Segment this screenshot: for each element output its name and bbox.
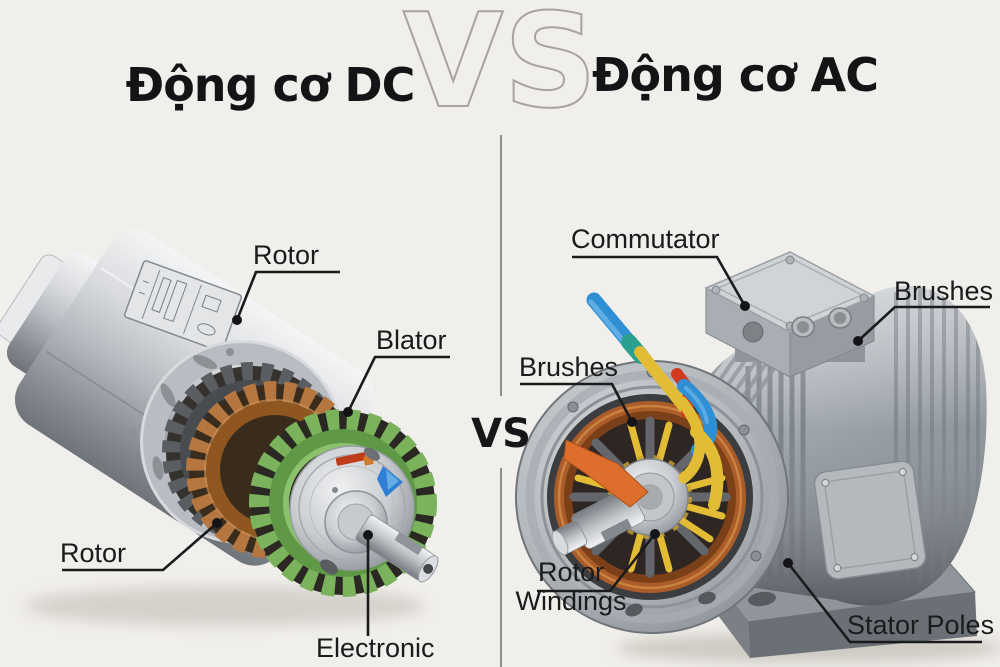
leader-ac-rotor-windings [537, 533, 657, 593]
dc-sticker [123, 260, 243, 352]
dc-motor-illustration [0, 230, 439, 626]
leader-dc-rotor-top [235, 270, 340, 321]
label-dc-rotor-bottom: Rotor [60, 538, 127, 568]
label-ac-stator-poles: Stator Poles [847, 610, 995, 640]
label-dc-blator: Blator [376, 325, 447, 355]
leader-dc-rotor-bottom [62, 522, 218, 572]
ac-side-box [813, 460, 927, 580]
versus-label: VS [471, 411, 531, 457]
ac-orange-pointer [563, 439, 649, 508]
dc-shaft [355, 514, 439, 583]
leader-lines [62, 255, 990, 644]
dc-motor-shadow [25, 586, 425, 626]
dc-green-ring-teeth [249, 409, 437, 597]
label-ac-commutator: Commutator [571, 224, 720, 254]
big-vs-watermark: VS [403, 0, 597, 137]
label-dc-electronic: Electronic [316, 633, 435, 663]
label-ac-rotor-windings: Rotor Windings [515, 557, 627, 617]
label-ac-brushes-left: Brushes [519, 352, 619, 382]
ac-motor-illustration [515, 251, 1000, 663]
leader-ac-commutator [572, 255, 747, 307]
leader-dc-blator [346, 355, 450, 413]
leader-dots [212, 301, 863, 568]
dc-motor-title: Động cơ DC [125, 58, 416, 112]
ac-motor-title: Động cơ AC [591, 48, 879, 102]
ac-junction-box [704, 251, 876, 378]
leader-ac-brushes-right [857, 305, 990, 342]
leader-ac-brushes-left [520, 382, 634, 423]
ac-wires [563, 292, 724, 511]
label-dc-rotor-top: Rotor [253, 240, 320, 270]
leader-ac-stator-poles [786, 562, 982, 644]
label-ac-brushes-right: Brushes [894, 276, 994, 306]
